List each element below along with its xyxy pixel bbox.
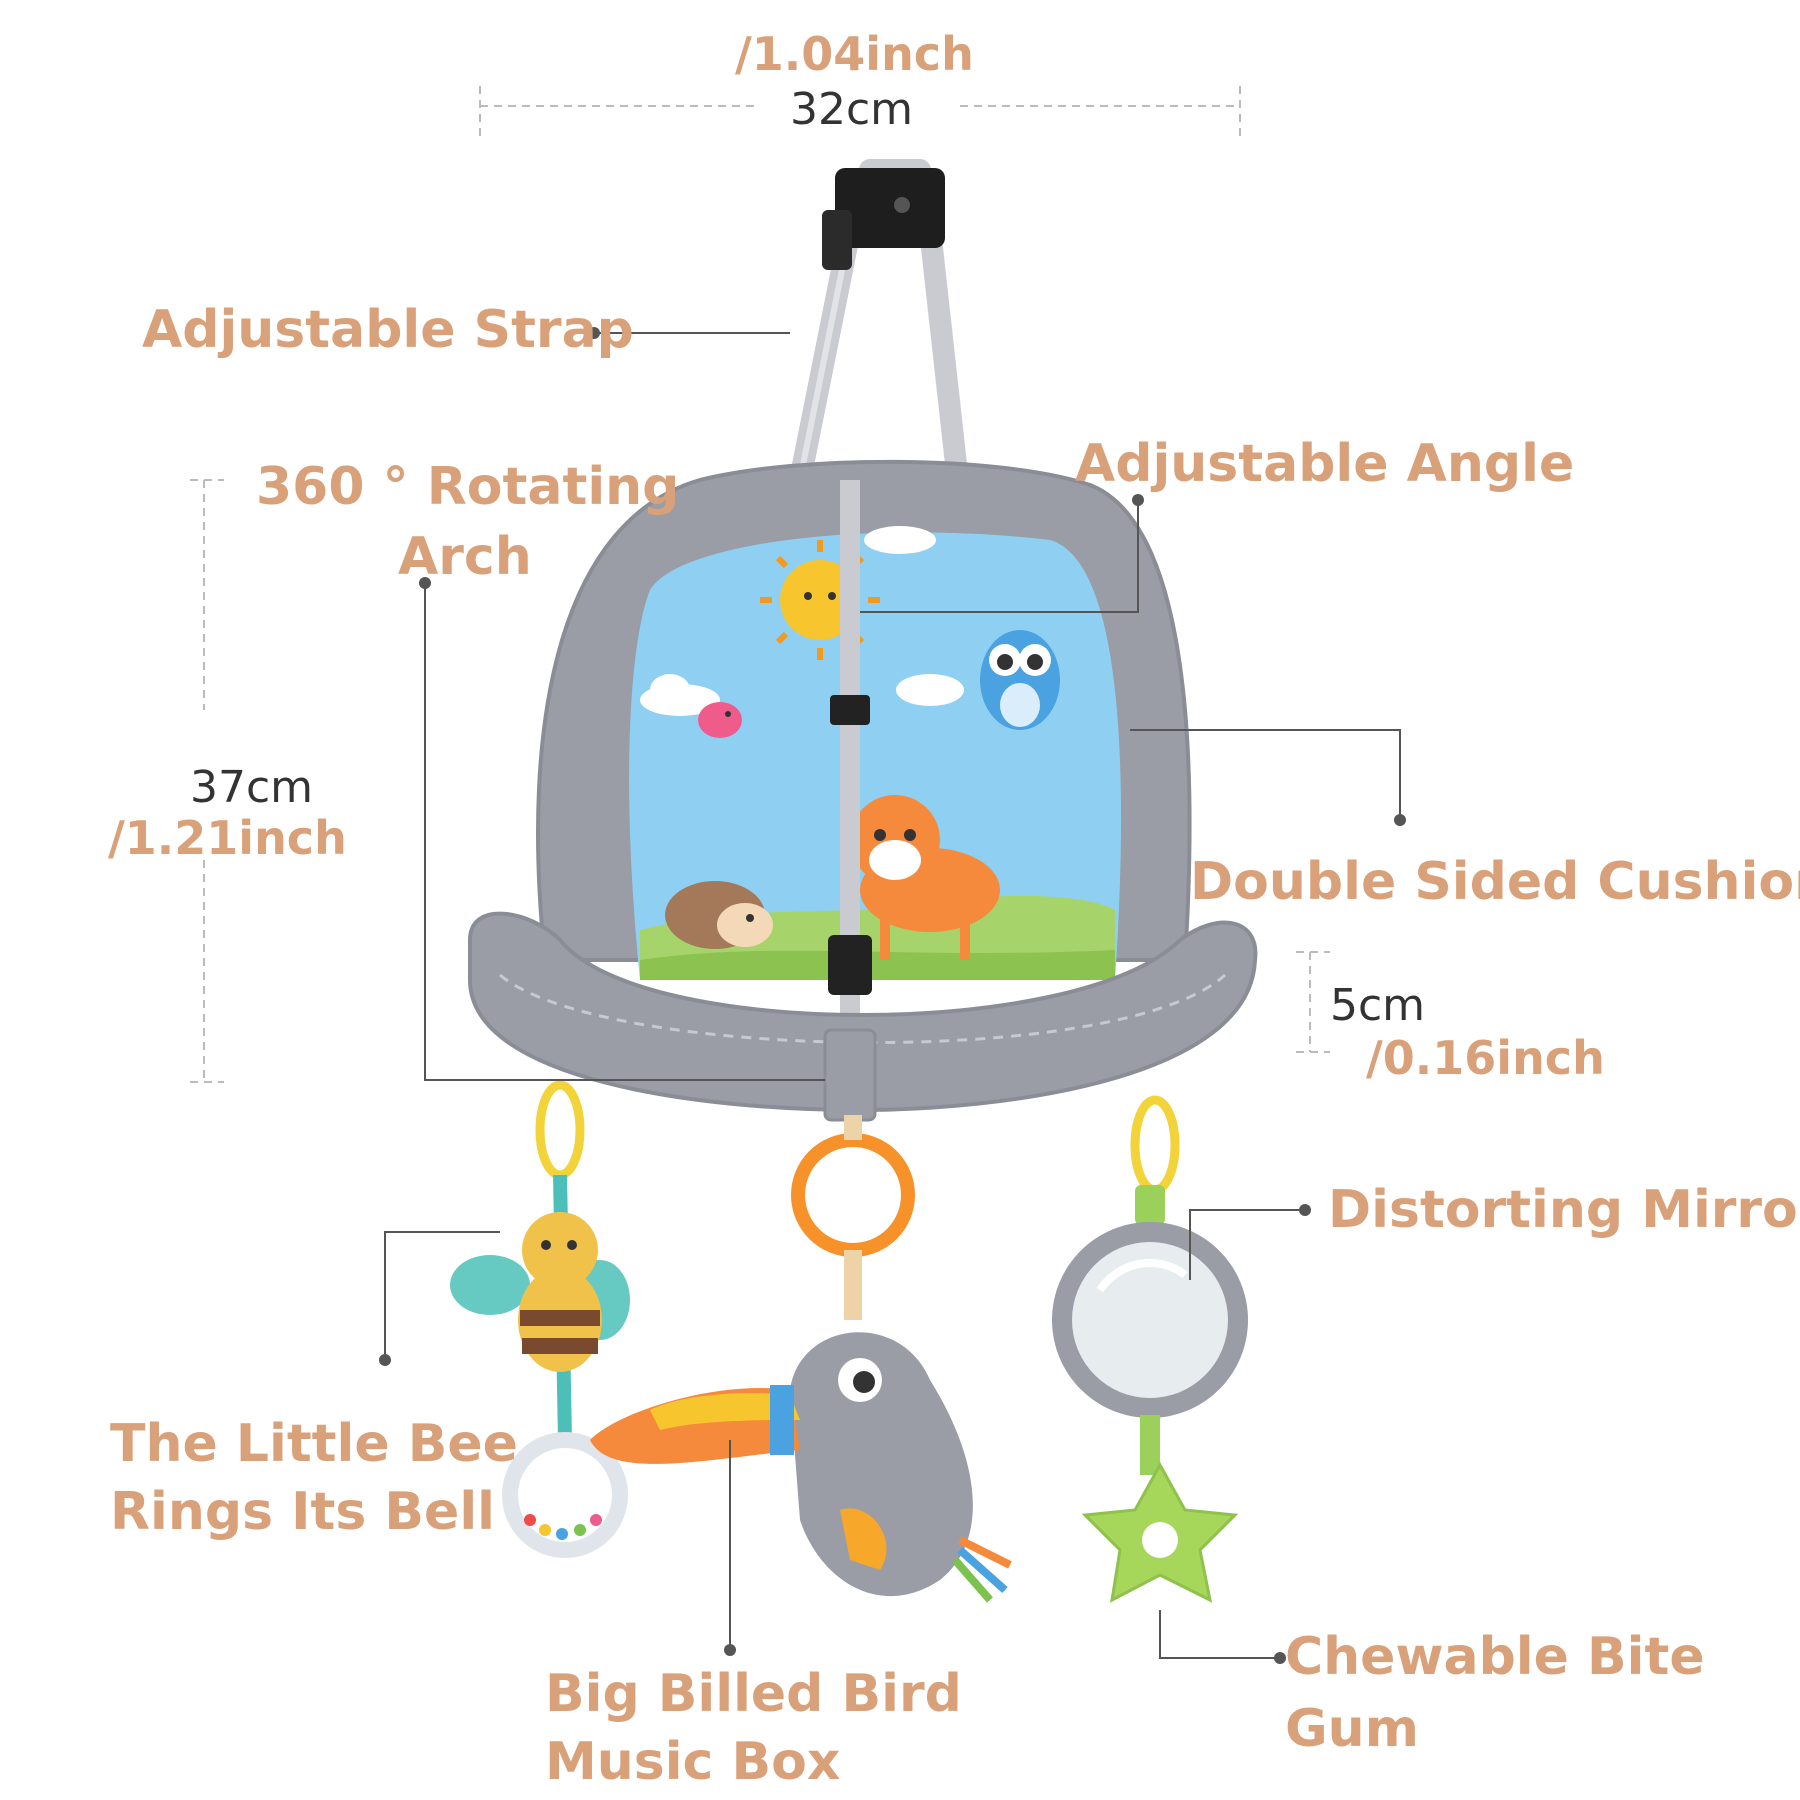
mirror-icon xyxy=(1052,1185,1248,1475)
teether-icon xyxy=(1081,1461,1239,1603)
chewable-label-line2: Gum xyxy=(1285,1699,1419,1759)
deer-icon xyxy=(850,795,1000,960)
bell-beads-icon xyxy=(524,1514,602,1540)
big-billed-bird-label-line2: Music Box xyxy=(545,1732,841,1792)
rotating-arch xyxy=(468,911,1258,1122)
bee-icon xyxy=(450,1174,630,1558)
slider-buckle-icon xyxy=(830,695,870,725)
height-cm-label: 37cm xyxy=(190,762,314,813)
rotating-arch-label-line1: 360 ° Rotating xyxy=(256,457,680,517)
rotating-arch-label-line2: Arch xyxy=(398,527,532,587)
little-bee-label-line2: Rings Its Bell xyxy=(110,1482,495,1542)
little-bee-label-line1: The Little Bee xyxy=(110,1414,518,1474)
thickness-guide xyxy=(1296,951,1330,1053)
leader-dots xyxy=(379,327,1406,1664)
chewable-label-line1: Chewable Bite xyxy=(1285,1627,1705,1687)
clip-buckle-icon xyxy=(828,935,872,995)
width-inch-label: /1.04inch xyxy=(735,27,974,81)
double-sided-cushion-label: Double Sided Cushion xyxy=(1190,852,1800,912)
cloud-icon xyxy=(640,526,964,716)
adjustable-angle-label: Adjustable Angle xyxy=(1075,434,1575,494)
distorting-mirror-label: Distorting Mirror xyxy=(1328,1180,1800,1240)
owl-icon xyxy=(980,630,1060,730)
width-guide xyxy=(479,86,1241,136)
toucan-icon xyxy=(590,1250,1012,1603)
big-billed-bird-label-line1: Big Billed Bird xyxy=(545,1664,962,1724)
hedgehog-icon xyxy=(665,881,773,949)
height-inch-label: /1.21inch xyxy=(108,811,347,865)
buckle-icon xyxy=(835,168,945,248)
bird-icon xyxy=(698,702,742,738)
width-cm-label: 32cm xyxy=(790,84,914,135)
double-sided-cushion xyxy=(536,459,1192,1040)
adjustable-strap-label: Adjustable Strap xyxy=(142,300,634,360)
thickness-inch-label: /0.16inch xyxy=(1366,1031,1605,1085)
thickness-cm-label: 5cm xyxy=(1330,980,1426,1031)
height-guide xyxy=(190,479,224,1083)
leader-lines xyxy=(384,332,1401,1659)
strap xyxy=(789,159,971,502)
